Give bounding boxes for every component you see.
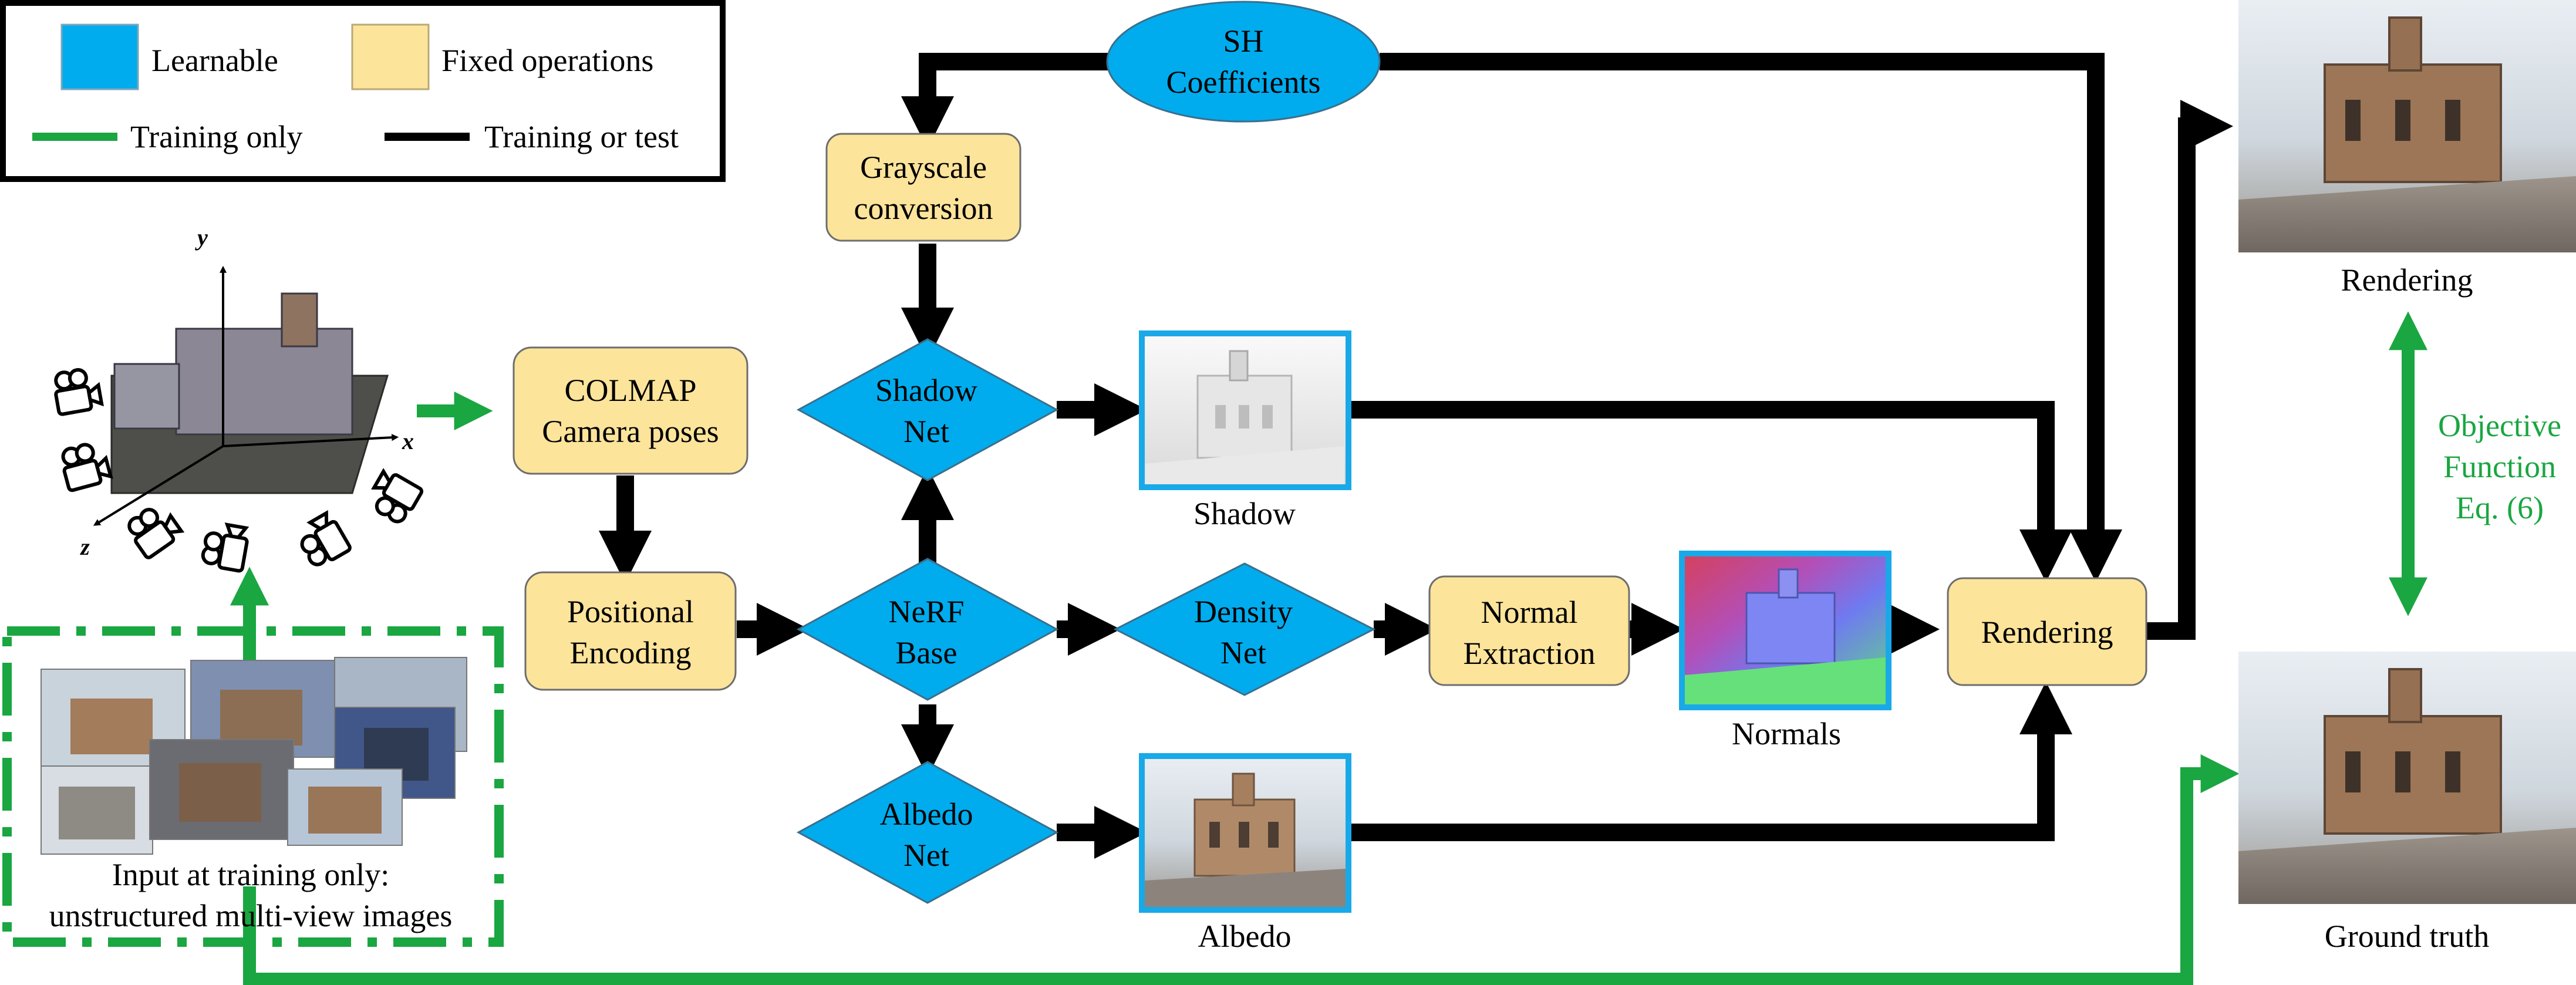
x-axis-label: x: [402, 428, 414, 454]
normals-image-caption: Normals: [1732, 716, 1841, 751]
rendering-output-image: [2238, 0, 2576, 252]
nodes: [512, 1, 2147, 904]
rendering-node: [1947, 577, 2147, 686]
arrow-sh-to-rendering: [1380, 53, 2122, 582]
camera-icon: [54, 368, 104, 416]
rendering-node-label: Rendering: [1981, 615, 2113, 650]
density-net-label: Density Net: [1194, 594, 1293, 670]
ground-truth-image: [2238, 652, 2576, 904]
shadow-net-node: [796, 338, 1059, 481]
objective-function-label: Objective Function Eq. (6): [2438, 408, 2561, 525]
z-axis-label: z: [80, 534, 90, 560]
normals-image: [1679, 551, 1891, 710]
legend-learnable-label: Learnable: [151, 43, 278, 78]
legend-learnable-swatch: [60, 23, 139, 90]
arrow-sh-to-grayscale: [901, 53, 1110, 149]
black-arrows: [599, 53, 2233, 859]
nerf-base-node: [796, 558, 1059, 701]
shadow-net-label: Shadow Net: [875, 373, 977, 449]
legend-training-or-test-label: Training or test: [484, 119, 679, 154]
colmap-node: [512, 346, 748, 475]
ground-truth-caption: Ground truth: [2324, 919, 2490, 954]
positional-encoding-label: Positional Encoding: [567, 594, 694, 670]
grayscale-conversion-label: Grayscale conversion: [854, 150, 993, 226]
input-image-collage: [41, 657, 467, 855]
arrow-input-to-ground-truth: [243, 754, 2240, 985]
camera-icon: [201, 522, 249, 573]
grayscale-conversion-node: [825, 133, 1021, 242]
input-frame: [2, 626, 504, 947]
shadow-image-caption: Shadow: [1193, 496, 1296, 531]
legend: [0, 0, 726, 182]
normal-extraction-label: Normal Extraction: [1463, 595, 1596, 671]
legend-fixed-label: Fixed operations: [441, 43, 654, 78]
albedo-net-label: Albedo Net: [879, 797, 973, 873]
positional-encoding-node: [524, 571, 737, 691]
albedo-image-caption: Albedo: [1198, 919, 1292, 954]
shadow-image: [1139, 330, 1351, 490]
camera-icons: [54, 368, 424, 573]
arrow-shadow-to-rendering: [1347, 401, 2072, 582]
legend-fixed-swatch: [351, 23, 430, 90]
z-axis: [93, 445, 224, 526]
point-cloud-scene: [54, 265, 424, 573]
input-caption: Input at training only: unstructured mul…: [49, 857, 453, 933]
colmap-label: COLMAP Camera poses: [542, 373, 719, 449]
albedo-net-node: [796, 761, 1059, 904]
normal-extraction-node: [1428, 575, 1630, 686]
arrow-albedo-to-rendering: [1347, 682, 2072, 841]
rendering-output-caption: Rendering: [2341, 262, 2473, 298]
camera-icon: [61, 443, 113, 493]
legend-training-only-label: Training only: [130, 119, 303, 154]
y-axis-label: y: [197, 224, 208, 251]
sh-coefficients-label: SH Coefficients: [1166, 23, 1321, 100]
camera-icon: [127, 508, 185, 559]
nerf-base-label: NeRF Base: [888, 594, 965, 670]
x-axis: [222, 434, 399, 447]
sh-coefficients-node: [1106, 1, 1381, 123]
density-net-node: [1113, 562, 1376, 696]
camera-icon: [371, 468, 424, 524]
camera-icon: [300, 510, 352, 566]
green-arrows: [230, 311, 2427, 985]
arrow-rendering-to-output: [2146, 100, 2233, 640]
albedo-image: [1139, 753, 1351, 913]
